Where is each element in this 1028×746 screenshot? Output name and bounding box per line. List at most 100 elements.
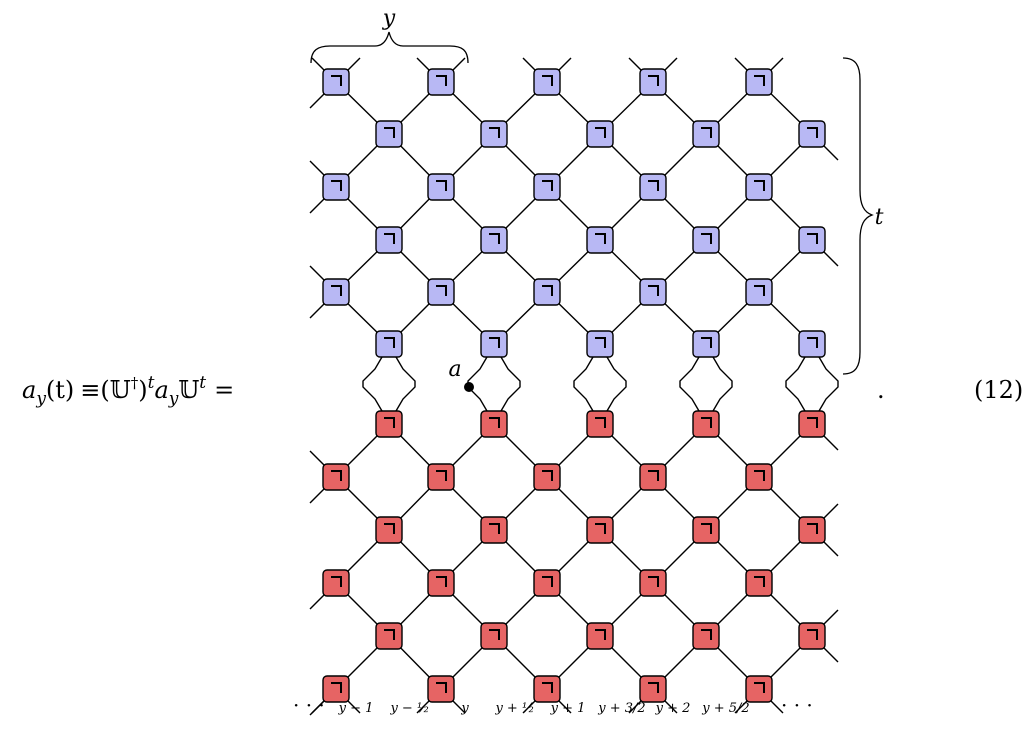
top-gate xyxy=(639,278,667,306)
bottom-gate xyxy=(375,410,403,438)
bottom-gate xyxy=(480,410,508,438)
octagon-loops xyxy=(362,356,839,412)
top-open-wire xyxy=(628,57,643,72)
gate-corner-mark xyxy=(648,180,659,191)
top-gate xyxy=(639,68,667,96)
gate-corner-mark xyxy=(436,75,447,86)
gate-corner-mark xyxy=(542,682,553,693)
gate-corner-mark xyxy=(807,337,818,348)
gate-corner-mark xyxy=(331,682,342,693)
gate-corner-mark xyxy=(489,337,500,348)
top-gate xyxy=(322,68,350,96)
octagon-loop xyxy=(785,356,839,412)
bottom-gate xyxy=(586,516,614,544)
gate-corner-mark xyxy=(754,75,765,86)
gate-corner-mark xyxy=(807,629,818,640)
gate-corner-mark xyxy=(648,682,659,693)
bottom-open-wire xyxy=(628,699,643,714)
operator-a-label: a xyxy=(448,357,461,382)
top-gate xyxy=(480,226,508,254)
top-gate xyxy=(322,278,350,306)
gate-corner-mark xyxy=(384,337,395,348)
octagon-loop xyxy=(467,356,521,412)
top-gate xyxy=(427,173,455,201)
bottom-gate xyxy=(322,569,350,597)
top-gate xyxy=(533,173,561,201)
gate-corner-mark xyxy=(331,75,342,86)
equation-lhs: ay(t)≡(𝕌†)tay𝕌t= xyxy=(22,373,234,409)
top-gate xyxy=(480,330,508,358)
bottom-open-wire xyxy=(451,699,466,714)
bottom-open-wire xyxy=(663,699,678,714)
top-gate xyxy=(586,120,614,148)
gate-corner-mark xyxy=(754,576,765,587)
gate-corner-mark xyxy=(489,417,500,428)
gate-corner-mark xyxy=(807,233,818,244)
top-open-wire xyxy=(346,57,361,72)
x-label: y − ½ xyxy=(389,701,429,716)
bottom-open-wire xyxy=(734,699,749,714)
bottom-open-wire xyxy=(769,699,784,714)
x-label: y + 2 xyxy=(655,701,691,716)
bottom-gate xyxy=(480,516,508,544)
x-label: y xyxy=(460,701,469,716)
gate-corner-mark xyxy=(489,233,500,244)
top-gate xyxy=(427,278,455,306)
gate-corner-mark xyxy=(489,629,500,640)
bottom-gate xyxy=(533,463,561,491)
top-gate xyxy=(427,68,455,96)
top-gate xyxy=(745,173,773,201)
bottom-gate xyxy=(745,675,773,703)
top-gate xyxy=(798,330,826,358)
octagon-loop xyxy=(679,356,733,412)
gate-corner-mark xyxy=(754,682,765,693)
top-gate xyxy=(692,226,720,254)
bottom-gate xyxy=(798,516,826,544)
x-label: y + 5/2 xyxy=(701,701,749,716)
gate-corner-mark xyxy=(436,576,447,587)
bottom-gate xyxy=(586,410,614,438)
gate-grid xyxy=(322,68,826,703)
top-open-wire xyxy=(663,57,678,72)
bottom-open-wire xyxy=(522,699,537,714)
gate-corner-mark xyxy=(489,523,500,534)
gate-corner-mark xyxy=(384,629,395,640)
top-gate xyxy=(533,278,561,306)
top-open-wire xyxy=(451,57,466,72)
top-gate xyxy=(586,226,614,254)
top-gate xyxy=(692,330,720,358)
top-gate xyxy=(322,173,350,201)
gate-corner-mark xyxy=(542,180,553,191)
y-brace-label: y xyxy=(382,6,396,31)
gate-corner-mark xyxy=(542,75,553,86)
t-brace-label: t xyxy=(875,205,884,230)
top-gate xyxy=(480,120,508,148)
x-label: y + ½ xyxy=(494,701,534,716)
dots-left: · · · xyxy=(293,693,325,717)
gate-corner-mark xyxy=(384,127,395,138)
gate-corner-mark xyxy=(595,233,606,244)
top-gate xyxy=(745,278,773,306)
gate-corner-mark xyxy=(384,523,395,534)
gate-corner-mark xyxy=(436,285,447,296)
bottom-gate xyxy=(745,569,773,597)
bottom-open-wire xyxy=(416,699,431,714)
gate-corner-mark xyxy=(701,127,712,138)
top-gate xyxy=(375,226,403,254)
gate-corner-mark xyxy=(701,523,712,534)
gate-corner-mark xyxy=(542,576,553,587)
octagon-loop xyxy=(362,356,416,412)
gate-corner-mark xyxy=(701,233,712,244)
bottom-gate xyxy=(427,569,455,597)
top-open-wire xyxy=(416,57,431,72)
bottom-gate xyxy=(427,675,455,703)
top-open-wire xyxy=(734,57,749,72)
bottom-gate xyxy=(586,622,614,650)
gate-corner-mark xyxy=(648,470,659,481)
t-brace xyxy=(842,57,874,375)
x-label: y + 3/2 xyxy=(597,701,645,716)
top-gate xyxy=(798,120,826,148)
top-gate xyxy=(692,120,720,148)
gate-corner-mark xyxy=(595,417,606,428)
